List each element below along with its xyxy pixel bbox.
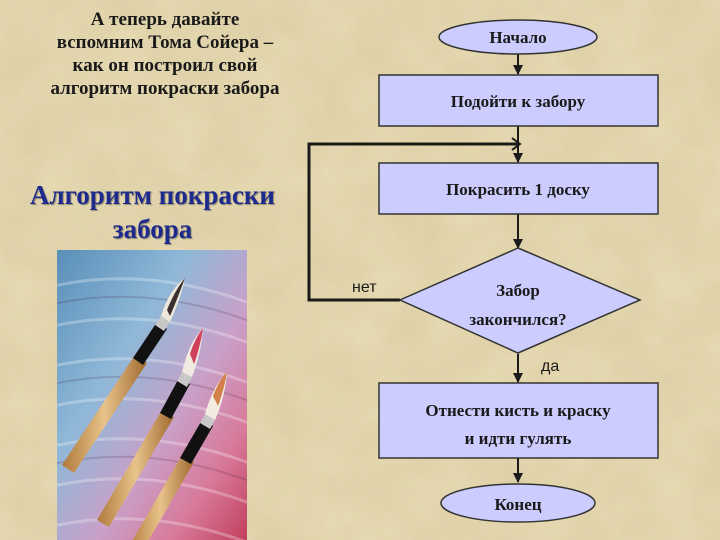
process-step-paint-board: Покрасить 1 доску [378,162,659,215]
intro-line: алгоритм покраски забора [50,78,280,99]
intro-text: А теперь давайте вспомним Тома Сойера – … [10,8,320,100]
step2-label: Покрасить 1 доску [446,180,590,199]
decision-fence-finished: Забор закончился? [398,247,642,354]
process-step-approach-fence: Подойти к забору [378,74,659,127]
start-label: Начало [489,28,546,47]
algorithm-title-line: Алгоритм покраски [30,180,275,210]
start-node: Начало [438,19,598,55]
decision-label-line: закончился? [469,310,566,329]
end-label: Конец [494,495,541,514]
loop-connector-no [307,142,518,302]
algorithm-title-line: забора [112,214,193,244]
algorithm-title: Алгоритм покраски забора [0,178,305,246]
paint-brushes-photo [57,250,247,540]
intro-line: А теперь давайте [90,9,240,30]
paint-brush [132,372,227,540]
intro-line: вспомним Тома Сойера – [56,32,274,53]
edge-label-no: нет [352,279,377,296]
step1-label: Подойти к забору [451,92,586,111]
intro-line: как он построил свой [72,55,258,76]
paint-brush [97,328,203,527]
step3-label-line: и идти гулять [465,429,572,448]
paint-brush [62,278,185,473]
step3-label-line: Отнести кисть и краску [425,401,611,420]
paint-brushes-illustration [57,250,247,540]
decision-label-line: Забор [496,281,540,300]
process-step-return-brush: Отнести кисть и краску и идти гулять [378,382,659,459]
end-node: Конец [440,483,596,523]
edge-label-yes: да [541,358,559,375]
